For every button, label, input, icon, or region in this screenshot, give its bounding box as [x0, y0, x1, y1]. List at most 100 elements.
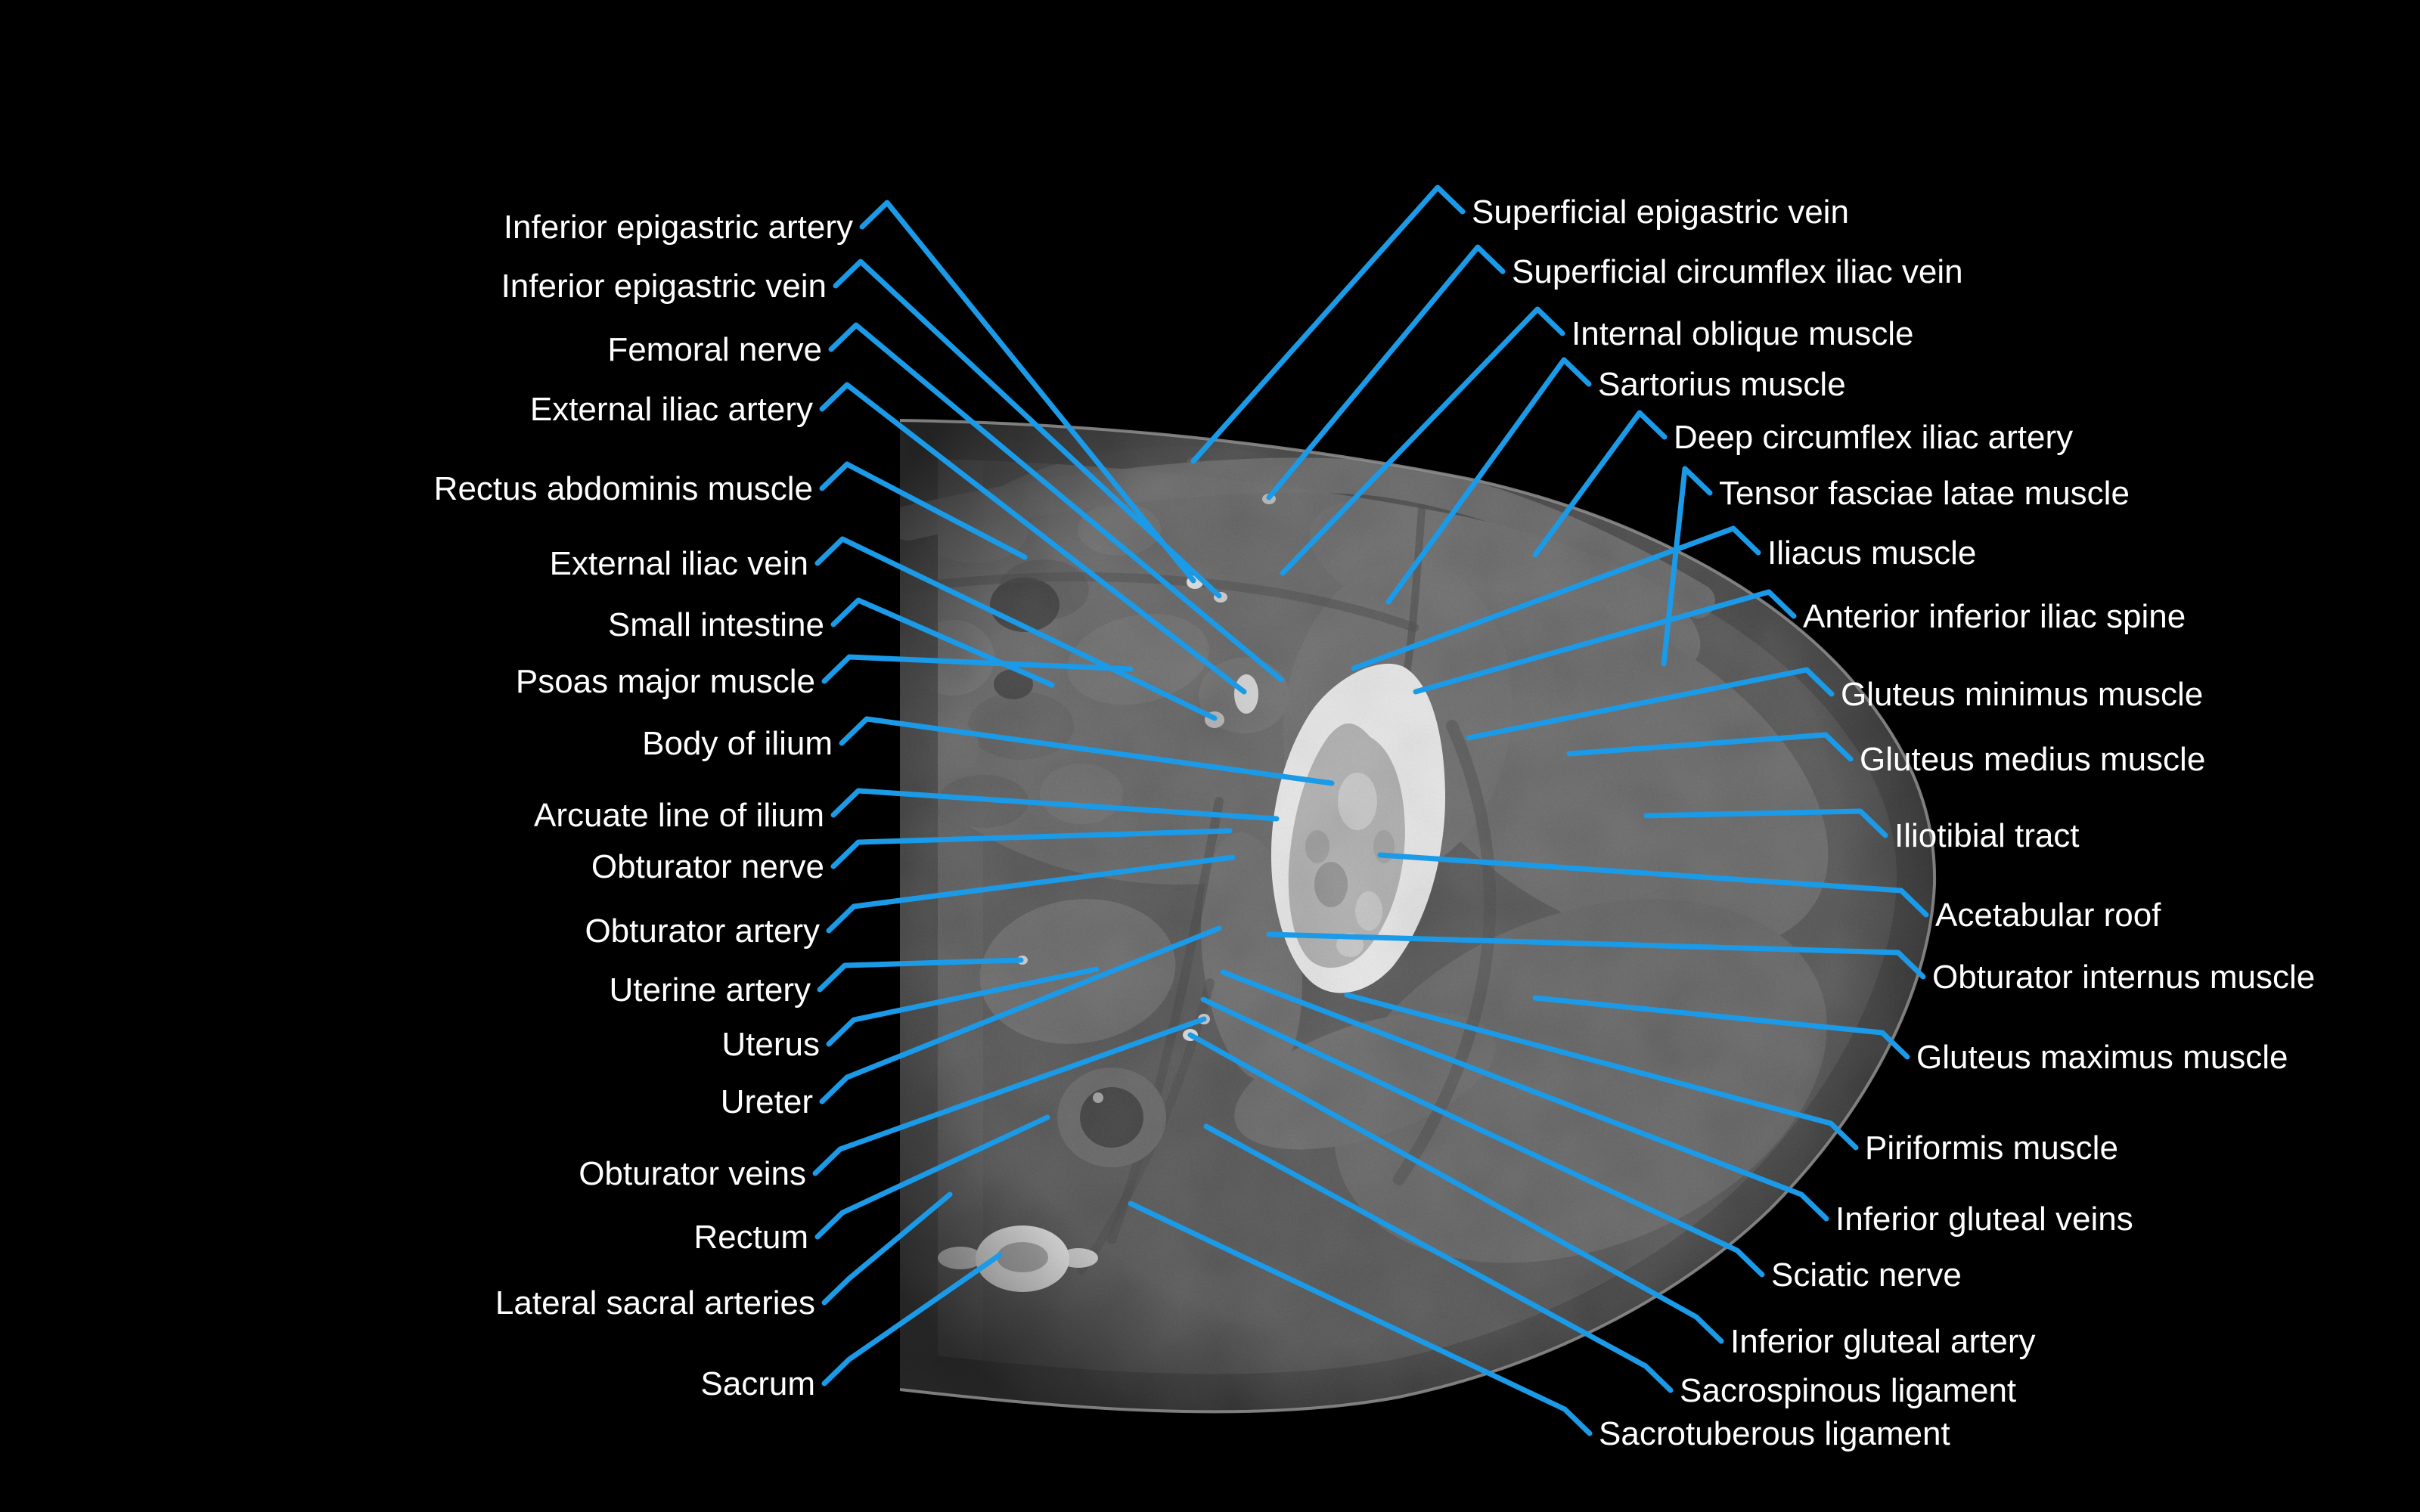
leader-line	[1128, 1201, 1593, 1436]
leader-line	[1200, 996, 1765, 1278]
leader-line	[1266, 931, 1926, 980]
anatomy-label-group: Sciatic nerve	[1200, 996, 1962, 1294]
leader-line	[821, 1252, 1003, 1387]
anatomy-label-group: Internal oblique muscle	[1280, 306, 1913, 576]
anatomy-label: Body of ilium	[642, 725, 833, 762]
anatomy-label: Piriformis muscle	[1865, 1129, 2118, 1167]
anatomy-label-group: Rectum	[693, 1114, 1050, 1256]
anatomy-label-group: Inferior gluteal veins	[1220, 969, 2133, 1238]
leader-line	[828, 322, 1284, 683]
leader-line	[1661, 466, 1713, 667]
anatomy-label-group: Superficial circumflex iliac vein	[1266, 244, 1963, 500]
anatomy-label-group: Femoral nerve	[607, 322, 1284, 683]
anatomy-label: Ureter	[721, 1083, 813, 1120]
anatomy-label-group: Arcuate line of ilium	[534, 788, 1280, 834]
anatomy-label: Tensor fasciae latae muscle	[1719, 475, 2130, 512]
anatomy-label-group: Ureter	[721, 925, 1222, 1120]
anatomy-label: Sacrum	[700, 1365, 815, 1402]
leader-line	[1466, 667, 1835, 741]
anatomy-label: External iliac vein	[550, 545, 808, 582]
leader-line	[819, 382, 1247, 695]
anatomy-label: External iliac artery	[530, 391, 813, 428]
leader-line	[819, 461, 1028, 560]
anatomy-label: Gluteus medius muscle	[1860, 741, 2205, 778]
leader-line	[839, 716, 1335, 786]
anatomy-label: Obturator veins	[579, 1155, 806, 1192]
leader-line	[814, 536, 1218, 721]
anatomy-label-group: Uterus	[721, 966, 1100, 1063]
anatomy-label-group: Gluteus minimus muscle	[1466, 667, 2203, 741]
anatomy-label: Uterine artery	[609, 971, 811, 1009]
leader-line	[814, 1114, 1050, 1240]
leader-line	[817, 957, 1024, 993]
anatomy-label-group: Uterine artery	[609, 957, 1024, 1009]
leader-line	[812, 1016, 1207, 1176]
anatomy-label: Sacrospinous ligament	[1680, 1372, 2016, 1409]
anatomy-label-group: Lateral sacral arteries	[495, 1191, 953, 1321]
leader-line	[833, 259, 1222, 599]
anatomy-label: Small intestine	[608, 606, 824, 643]
anatomy-label-group: Body of ilium	[642, 716, 1335, 786]
anatomy-label: Psoas major muscle	[516, 663, 815, 700]
anatomy-label-group: Inferior gluteal artery	[1187, 1032, 2036, 1360]
leader-line	[1190, 184, 1466, 464]
leader-line	[821, 1191, 953, 1306]
anatomy-label: Sacrotuberous ligament	[1599, 1415, 1950, 1452]
anatomy-label-group: Sacrospinous ligament	[1203, 1123, 2016, 1409]
anatomy-label: Superficial circumflex iliac vein	[1512, 253, 1963, 290]
leader-line	[1413, 589, 1797, 695]
anatomy-label: Sciatic nerve	[1771, 1256, 1962, 1294]
leader-line	[1266, 244, 1506, 500]
anatomy-label-group: Inferior epigastric artery	[504, 200, 1196, 584]
anatomy-label: Femoral nerve	[607, 331, 822, 368]
anatomy-label: Obturator internus muscle	[1932, 959, 2315, 996]
anatomy-label-group: Small intestine	[608, 597, 1055, 688]
leader-line	[1187, 1032, 1724, 1344]
anatomy-label-group: External iliac vein	[550, 536, 1218, 721]
anatomy-label: Arcuate line of ilium	[534, 797, 824, 834]
leader-line	[830, 828, 1233, 869]
leader-line	[821, 654, 1134, 684]
anatomy-label: Superficial epigastric vein	[1472, 194, 1849, 231]
anatomy-label-group: Sacrotuberous ligament	[1128, 1201, 1950, 1452]
anatomy-label: Iliotibial tract	[1894, 817, 2080, 854]
leader-line	[1377, 852, 1929, 918]
anatomy-label: Rectus abdominis muscle	[434, 470, 813, 507]
anatomy-label-group: Acetabular roof	[1377, 852, 2161, 934]
leader-line	[1351, 525, 1761, 671]
anatomy-label-group: Piriformis muscle	[1344, 992, 2118, 1167]
anatomy-label: Inferior epigastric artery	[504, 209, 853, 246]
anatomy-label-group: Inferior epigastric vein	[501, 259, 1222, 599]
leader-line	[1203, 1123, 1674, 1393]
anatomy-label: Deep circumflex iliac artery	[1674, 419, 2073, 456]
anatomy-label-group: Superficial epigastric vein	[1190, 184, 1849, 464]
anatomy-label: Rectum	[693, 1219, 808, 1256]
leader-line	[859, 200, 1196, 584]
anatomy-label-group: Sacrum	[700, 1252, 1003, 1402]
anatomy-label-group: Anterior inferior iliac spine	[1413, 589, 2186, 695]
leader-line	[826, 966, 1100, 1047]
leader-line	[1643, 808, 1888, 838]
anatomy-label-group: Obturator artery	[585, 854, 1236, 950]
anatomy-label: Inferior gluteal artery	[1730, 1323, 2036, 1360]
leader-line	[1532, 410, 1668, 558]
anatomy-label: Inferior gluteal veins	[1835, 1201, 2133, 1238]
anatomy-label-group: Obturator internus muscle	[1266, 931, 2315, 996]
leader-line	[1280, 306, 1565, 576]
anatomy-label: Lateral sacral arteries	[495, 1284, 815, 1321]
anatomy-label-group: Deep circumflex iliac artery	[1532, 410, 2073, 558]
anatomy-label-group: Gluteus maximus muscle	[1532, 995, 2288, 1076]
leader-line	[1344, 992, 1859, 1151]
anatomy-label: Iliacus muscle	[1767, 534, 1976, 572]
leader-line	[830, 597, 1055, 688]
anatomy-label: Acetabular roof	[1935, 897, 2161, 934]
leader-line	[1532, 995, 1910, 1060]
anatomy-label-group: Obturator veins	[579, 1016, 1207, 1192]
anatomy-label: Uterus	[721, 1026, 820, 1063]
anatomy-label: Anterior inferior iliac spine	[1803, 598, 2186, 635]
leader-line	[1220, 969, 1829, 1222]
anatomy-label-group: Tensor fasciae latae muscle	[1661, 466, 2130, 667]
